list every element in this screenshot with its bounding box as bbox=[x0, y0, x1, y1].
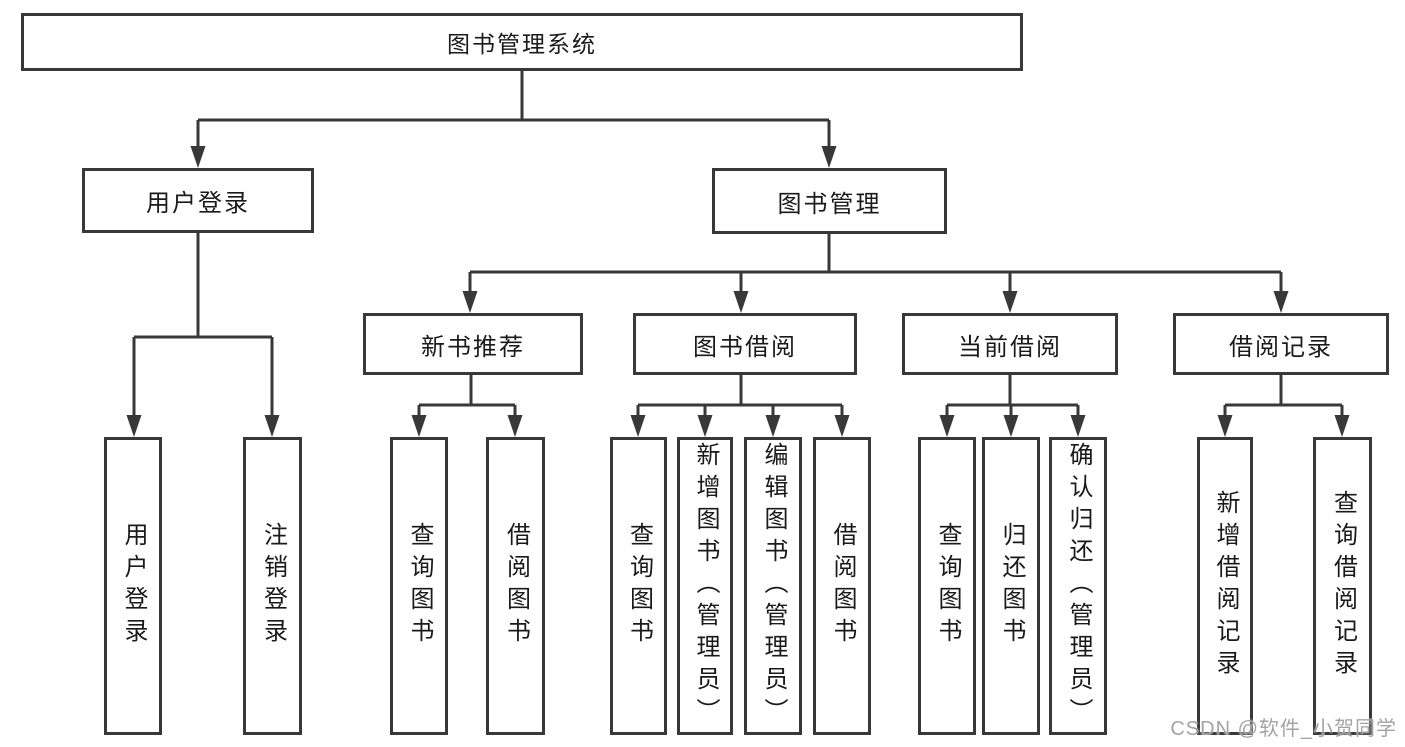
node-label: 归还图书 bbox=[998, 522, 1025, 650]
node-user-login: 用户登录 bbox=[82, 168, 314, 233]
leaf-logout-login: 注销登录 bbox=[243, 437, 302, 735]
node-label: 注销登录 bbox=[259, 522, 287, 650]
node-label: 新增借阅记录 bbox=[1212, 490, 1239, 682]
leaf-br-query-record: 查询借阅记录 bbox=[1313, 437, 1372, 735]
node-label: 图书管理 bbox=[777, 190, 882, 218]
node-label: 查询图书 bbox=[625, 522, 653, 650]
leaf-nbr-query-books: 查询图书 bbox=[390, 437, 448, 735]
node-label: 查询图书 bbox=[934, 522, 961, 650]
node-label: 当前借阅 bbox=[958, 333, 1062, 361]
leaf-user-login: 用户登录 bbox=[104, 437, 162, 735]
node-label: 用户登录 bbox=[146, 190, 250, 217]
node-borrow-record: 借阅记录 bbox=[1173, 313, 1389, 375]
node-label: 借阅记录 bbox=[1229, 333, 1333, 361]
leaf-cb-return-books: 归还图书 bbox=[982, 437, 1040, 735]
leaf-cb-query-books: 查询图书 bbox=[918, 437, 976, 735]
leaf-bb-borrow-books: 借阅图书 bbox=[813, 437, 871, 735]
leaf-br-add-record: 新增借阅记录 bbox=[1197, 437, 1253, 735]
node-label: 编辑图书（管理员） bbox=[760, 442, 787, 730]
node-current-borrow: 当前借阅 bbox=[902, 313, 1118, 375]
leaf-bb-edit-books-admin: 编辑图书（管理员） bbox=[744, 437, 802, 735]
leaf-nbr-borrow-books: 借阅图书 bbox=[486, 437, 545, 735]
csdn-watermark: CSDN @软件_小贺同学 bbox=[1170, 718, 1397, 740]
node-label: 图书借阅 bbox=[693, 333, 797, 361]
node-label: 图书管理系统 bbox=[447, 31, 597, 57]
leaf-bb-add-books-admin: 新增图书（管理员） bbox=[677, 437, 733, 735]
node-book-borrow: 图书借阅 bbox=[633, 313, 857, 375]
leaf-bb-query-books: 查询图书 bbox=[610, 437, 667, 735]
node-book-management: 图书管理 bbox=[712, 168, 947, 234]
node-label: 用户登录 bbox=[120, 522, 147, 650]
node-new-book-recommend: 新书推荐 bbox=[363, 313, 583, 375]
node-label: 确认归还（管理员） bbox=[1065, 442, 1092, 730]
node-root: 图书管理系统 bbox=[21, 13, 1023, 71]
arrowhead-icons bbox=[126, 146, 1350, 437]
node-label: 查询图书 bbox=[406, 522, 433, 650]
node-label: 新书推荐 bbox=[421, 333, 525, 361]
node-label: 查询借阅记录 bbox=[1329, 490, 1357, 682]
node-label: 新增图书（管理员） bbox=[692, 442, 719, 730]
node-label: 借阅图书 bbox=[829, 522, 856, 650]
connector-path bbox=[132, 70, 1344, 421]
node-label: 借阅图书 bbox=[502, 522, 530, 650]
leaf-cb-confirm-return-admin: 确认归还（管理员） bbox=[1049, 437, 1107, 735]
